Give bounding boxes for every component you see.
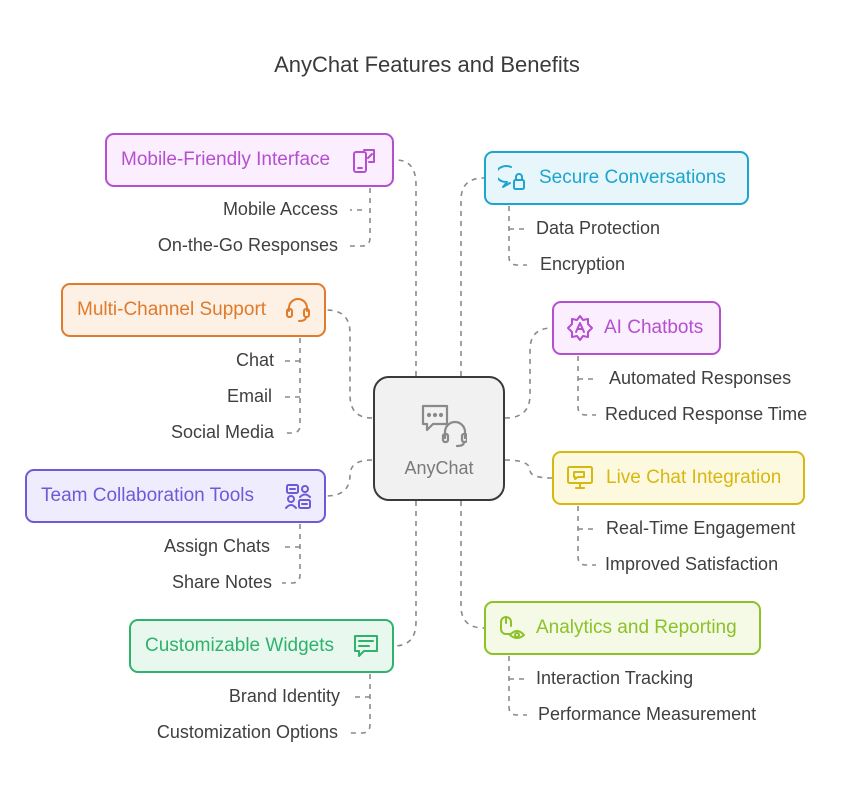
subitem-real-time-engagement: Real-Time Engagement [606, 518, 796, 538]
branch-ai-chatbots[interactable]: AI Chatbots [552, 301, 721, 355]
branch-analytics-and-reporting[interactable]: Analytics and Reporting [484, 601, 761, 655]
branch-label: AI Chatbots [604, 317, 704, 338]
branch-label: Analytics and Reporting [536, 617, 737, 638]
analytics-mouse-eye-icon [500, 616, 525, 639]
subitem-chat: Chat [235, 350, 274, 370]
mobile-touch-icon [353, 149, 375, 173]
subitem-performance-measurement: Performance Measurement [538, 704, 757, 724]
subitem-automated-responses: Automated Responses [609, 368, 792, 388]
subitem-customization-options: Customization Options [156, 722, 338, 742]
headset-icon [286, 298, 310, 322]
chat-support-icon [421, 404, 467, 448]
branch-team-collaboration-tools[interactable]: Team Collaboration Tools [25, 469, 326, 523]
branch-label: Customizable Widgets [145, 635, 335, 656]
subitem-mobile-access: Mobile Access [222, 199, 338, 219]
subitem-improved-satisfaction: Improved Satisfaction [605, 554, 779, 574]
subitem-social-media: Social Media [170, 422, 274, 442]
subitem-encryption: Encryption [540, 254, 626, 274]
central-node-label: AnyChat [404, 458, 474, 478]
ai-bot-icon [567, 315, 593, 341]
branch-label: Live Chat Integration [606, 467, 782, 488]
subitem-on-the-go-responses: On-the-Go Responses [157, 235, 338, 255]
branch-label: Multi-Channel Support [77, 299, 267, 320]
branch-label: Mobile-Friendly Interface [121, 149, 331, 170]
team-collaboration-icon [285, 484, 311, 509]
subitem-brand-identity: Brand Identity [228, 686, 340, 706]
chat-widget-icon [354, 635, 378, 657]
live-chat-screen-icon [567, 466, 593, 489]
branch-mobile-friendly-interface[interactable]: Mobile-Friendly Interface [105, 133, 394, 187]
branch-multi-channel-support[interactable]: Multi-Channel Support [61, 283, 326, 337]
subitem-interaction-tracking: Interaction Tracking [536, 668, 694, 688]
branch-label: Secure Conversations [539, 167, 726, 188]
branch-label: Team Collaboration Tools [41, 485, 254, 506]
central-node[interactable]: AnyChat [373, 376, 505, 501]
subitem-assign-chats: Assign Chats [163, 536, 270, 556]
diagram-title: AnyChat Features and Benefits [274, 52, 580, 77]
branch-live-chat-integration[interactable]: Live Chat Integration [552, 451, 805, 505]
secure-chat-icon [498, 165, 525, 190]
subitem-share-notes: Share Notes [171, 572, 272, 592]
branch-secure-conversations[interactable]: Secure Conversations [484, 151, 749, 205]
subitem-email: Email [226, 386, 272, 406]
branch-customizable-widgets[interactable]: Customizable Widgets [129, 619, 394, 673]
subitem-reduced-response-time: Reduced Response Time [605, 404, 808, 424]
subitem-data-protection: Data Protection [536, 218, 661, 238]
